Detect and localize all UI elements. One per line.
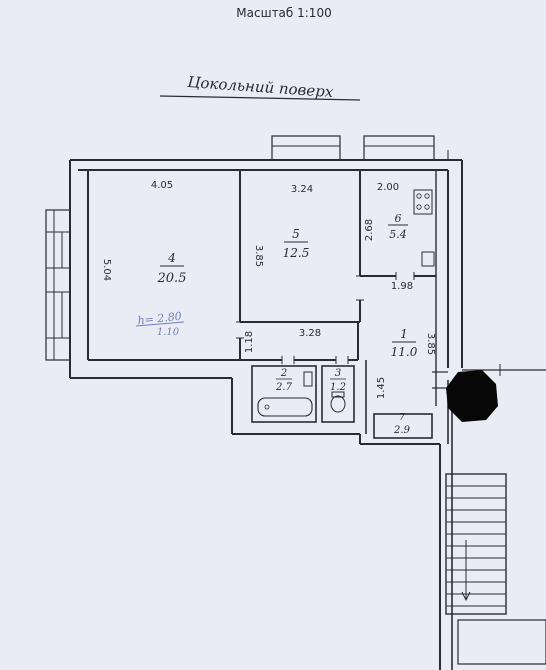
room-area: 1.2 — [330, 382, 346, 393]
dimension-label: 5.04 — [101, 259, 112, 281]
dimension-label: 4.05 — [151, 180, 173, 191]
room-area: 12.5 — [283, 246, 310, 260]
scale-label: Масштаб 1:100 — [236, 6, 331, 20]
room-number: 4 — [167, 251, 176, 265]
title-underline — [159, 95, 361, 101]
dimension-label: 3.85 — [253, 245, 264, 267]
height-note: h= 2.80 — [137, 310, 182, 328]
room-number: 6 — [395, 212, 402, 225]
room-area: 20.5 — [157, 271, 187, 286]
room-area: 5.4 — [389, 228, 407, 241]
height-note-divider — [135, 321, 185, 327]
dimension-label: 1.45 — [376, 377, 387, 399]
left-windows — [45, 209, 71, 361]
room-number: 2 — [280, 368, 287, 379]
dimension-label: 3.28 — [299, 328, 321, 339]
dimension-label: 2.00 — [377, 182, 399, 193]
door-marks — [236, 272, 415, 364]
outer-walls — [69, 150, 463, 445]
bathtub-icon — [257, 397, 313, 417]
room-number: 7 — [399, 413, 405, 423]
washbasin-icon — [303, 371, 313, 387]
room-number: 5 — [292, 227, 300, 241]
room-area: 2.9 — [393, 425, 411, 436]
dimension-label: 2.68 — [364, 219, 375, 241]
room-number: 1 — [400, 327, 408, 341]
dimension-label: 1.18 — [244, 331, 255, 353]
kitchen-sink-icon — [421, 251, 435, 267]
toilet-icon — [330, 391, 346, 413]
redaction-mark — [446, 370, 498, 422]
stove-icon — [413, 189, 433, 215]
dimension-label: 3.24 — [291, 184, 313, 195]
stairwell — [439, 380, 546, 670]
room-area: 2.7 — [275, 382, 293, 393]
room-number: 3 — [335, 368, 341, 379]
height-note-sub: 1.10 — [157, 327, 180, 338]
room-area: 11.0 — [391, 345, 418, 359]
dimension-label: 3.85 — [425, 333, 436, 355]
top-windows — [271, 135, 435, 161]
interior-walls — [239, 170, 546, 439]
dimension-label: 1.98 — [391, 281, 413, 292]
